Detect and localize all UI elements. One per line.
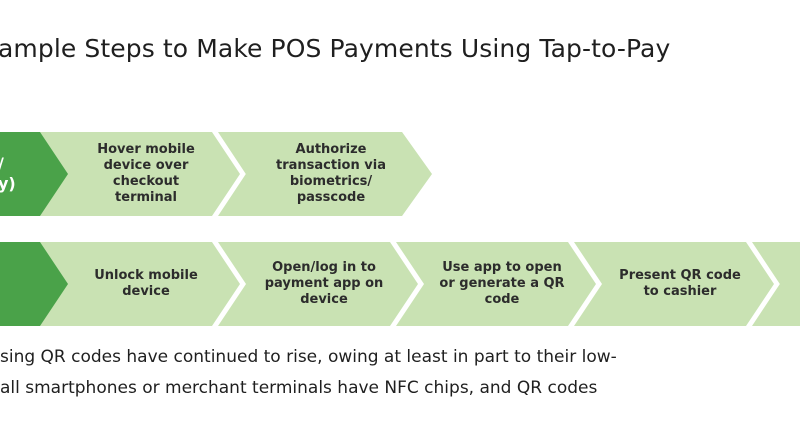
row1-lead-label: / y) xyxy=(0,154,16,193)
row2-step-2: Open/log in to payment app on device xyxy=(218,242,418,326)
body-text-line-1: sing QR codes have continued to rise, ow… xyxy=(0,347,617,367)
row2-step-4: Present QR code to cashier xyxy=(574,242,774,326)
row2-step-1: Unlock mobile device xyxy=(40,242,240,326)
row2-step-4-label: Present QR code to cashier xyxy=(619,268,741,299)
row1-step-2-label: Authorize transaction via biometrics/ pa… xyxy=(276,142,386,205)
row1-step-1: Hover mobile device over checkout termin… xyxy=(40,132,240,216)
row2-step-2-label: Open/log in to payment app on device xyxy=(264,260,384,307)
diagram-title: ample Steps to Make POS Payments Using T… xyxy=(0,34,671,63)
body-text-line-2: all smartphones or merchant terminals ha… xyxy=(0,378,598,398)
row2-step-1-label: Unlock mobile device xyxy=(94,268,198,299)
row1-step-1-label: Hover mobile device over checkout termin… xyxy=(97,142,195,205)
row1-step-2: Authorize transaction via biometrics/ pa… xyxy=(218,132,432,216)
row2-step-3: Use app to open or generate a QR code xyxy=(396,242,596,326)
row2-step-3-label: Use app to open or generate a QR code xyxy=(439,260,565,307)
